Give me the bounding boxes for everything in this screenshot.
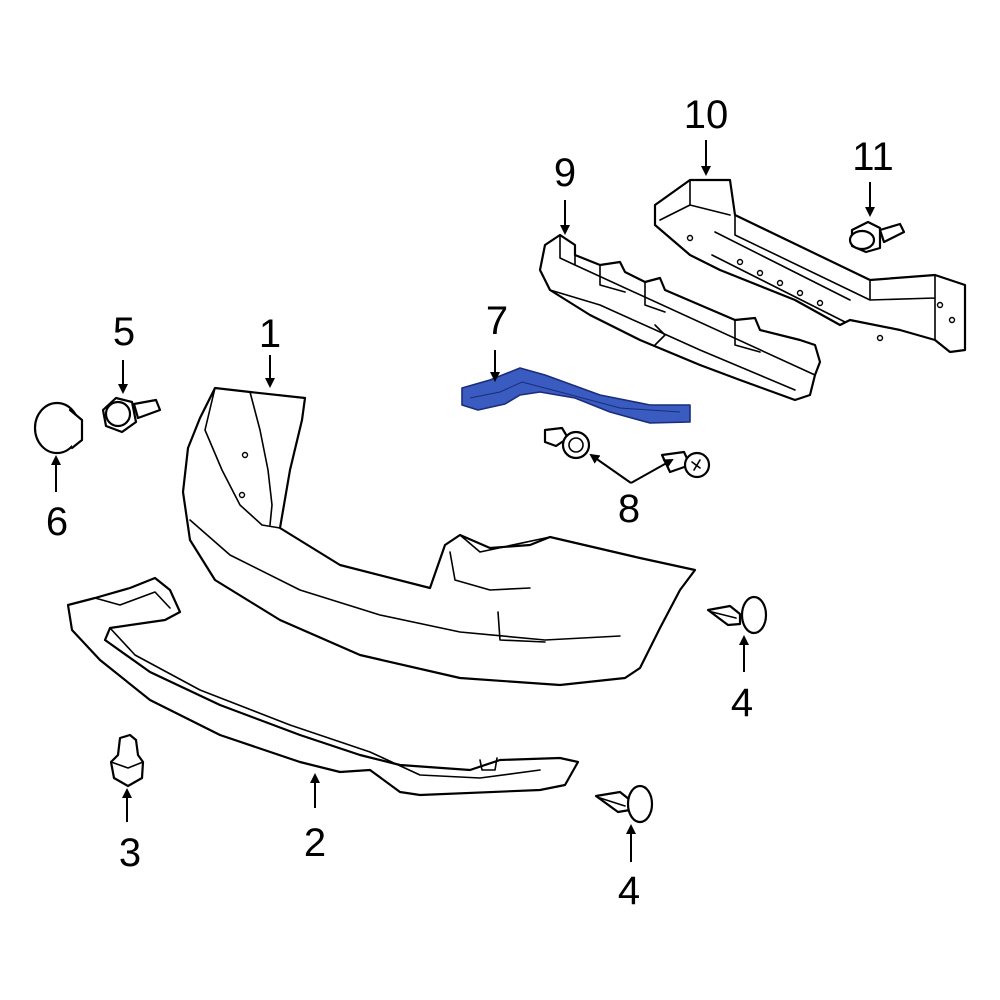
callout-7: 7 [486,299,508,343]
part-4-screw-lower [594,784,654,824]
part-11-bolt [848,220,906,254]
leader-lines [51,140,875,862]
part-9-energy-absorber [538,233,822,402]
callout-6: 6 [46,500,68,544]
callout-11: 11 [852,135,894,179]
callout-5: 5 [113,310,135,354]
part-7-bumper-bracket [461,367,691,424]
callout-1: 1 [259,312,281,356]
callout-4-upper: 4 [731,681,753,725]
part-1-bumper-cover [181,386,697,687]
callout-8: 8 [618,487,640,531]
part-2-lower-valance [66,576,580,797]
callout-10: 10 [684,93,729,137]
callout-4-lower: 4 [618,869,640,913]
part-10-reinforcement-beam [653,178,967,354]
callout-9: 9 [554,151,576,195]
part-5-bolt [101,396,162,434]
part-8-fasteners [543,426,711,479]
part-4-screw-upper [706,595,768,635]
callout-2: 2 [304,821,326,865]
part-3-clip [109,733,145,788]
callout-3: 3 [119,831,141,875]
part-6-plug [33,401,84,455]
